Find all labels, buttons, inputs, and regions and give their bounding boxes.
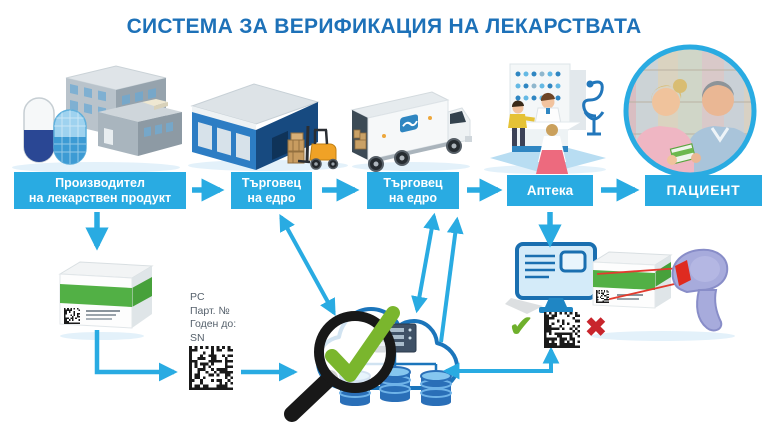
label-line: Аптека bbox=[526, 183, 574, 198]
shadow bbox=[352, 162, 470, 171]
field-expiry-date: Годен до: bbox=[190, 318, 237, 330]
label-line: Търговец bbox=[241, 175, 302, 190]
datamatrix-fields: PC Парт. № Годен до: SN bbox=[190, 291, 236, 345]
chain-label-manufacturer: Производител на лекарствен продукт bbox=[14, 172, 186, 209]
delivery-truck-icon bbox=[350, 91, 472, 172]
verify-fail-icon: ✖ bbox=[585, 312, 607, 342]
handheld-scanner-icon bbox=[671, 248, 729, 332]
label-line: на лекарствен продукт bbox=[28, 190, 172, 205]
label-line: на едро bbox=[388, 190, 438, 205]
pharmacy-counter-icon bbox=[490, 63, 606, 174]
patient-photo bbox=[623, 44, 757, 178]
field-product-code: PC bbox=[190, 291, 205, 303]
field-serial-number: SN bbox=[190, 331, 205, 344]
hygieia-snake-icon bbox=[582, 80, 605, 136]
label-line: ПАЦИЕНТ bbox=[666, 182, 741, 198]
database-icon bbox=[420, 370, 452, 406]
chain-label-wholesaler-1: Търговец на едро bbox=[231, 172, 312, 209]
check-icon bbox=[325, 306, 400, 382]
chain-label-patient: ПАЦИЕНТ bbox=[645, 175, 762, 206]
warehouse-forklift-icon bbox=[190, 83, 339, 170]
laser-beam bbox=[596, 267, 684, 303]
factory-with-pills-icon bbox=[23, 65, 182, 165]
shadow bbox=[188, 160, 348, 171]
box-datamatrix-icon bbox=[64, 308, 80, 324]
cloud-database-magnifier-check-icon bbox=[284, 306, 459, 422]
label-line: Производител bbox=[55, 175, 145, 190]
scan-scene bbox=[591, 248, 735, 341]
page-title: СИСТЕМА ЗА ВЕРИФИКАЦИЯ НА ЛЕКАРСТВАТА bbox=[126, 15, 642, 38]
datamatrix-code-icon bbox=[189, 346, 233, 390]
box-datamatrix-icon bbox=[596, 290, 609, 303]
verify-ok-icon: ✔ bbox=[509, 311, 534, 343]
label-line: на едро bbox=[247, 190, 296, 205]
chain-label-wholesaler-2: Търговец на едро bbox=[367, 172, 459, 209]
label-line: Търговец bbox=[383, 175, 443, 190]
medicine-box-icon bbox=[58, 261, 154, 340]
field-batch-number: Парт. № bbox=[190, 304, 230, 317]
verify-datamatrix-icon bbox=[544, 312, 580, 348]
shadow bbox=[12, 162, 180, 173]
chain-label-pharmacy: Аптека bbox=[507, 175, 593, 206]
